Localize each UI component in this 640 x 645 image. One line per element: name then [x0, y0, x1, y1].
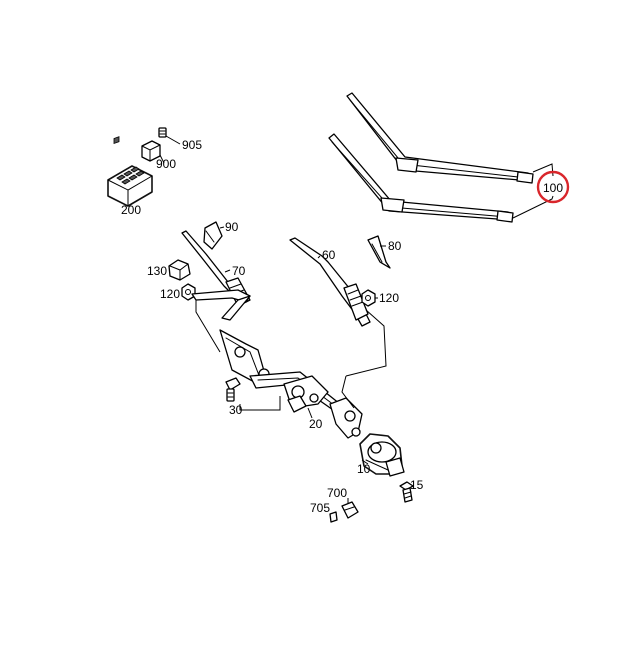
part-700-grommet[interactable] [341, 501, 359, 519]
part-905-bolt[interactable] [158, 127, 167, 138]
callout-700: 700 [327, 486, 347, 500]
callout-900: 900 [156, 157, 176, 171]
part-15-bolt[interactable] [399, 481, 414, 503]
callout-705: 705 [310, 501, 330, 515]
part-120-nut-left[interactable] [181, 283, 196, 301]
callout-30: 30 [229, 403, 243, 417]
callout-60: 60 [322, 248, 336, 262]
part-90-cover-cap[interactable] [203, 221, 223, 250]
callout-120-right: 120 [379, 291, 399, 305]
part-120-nut-right[interactable] [361, 289, 376, 307]
callout-80: 80 [388, 239, 402, 253]
callout-10: 10 [357, 462, 371, 476]
part-705-clip[interactable] [329, 511, 338, 523]
part-20-wiper-linkage[interactable] [191, 289, 363, 439]
callout-120-left: 120 [160, 287, 180, 301]
callout-90: 90 [225, 220, 239, 234]
part-80-cover[interactable] [367, 235, 391, 269]
callout-100[interactable]: 100 [543, 181, 563, 195]
callout-15: 15 [410, 478, 424, 492]
highlight-circle [536, 170, 570, 204]
part-130-cap[interactable] [168, 259, 191, 281]
callout-20: 20 [309, 417, 323, 431]
part-60-right-wiper-arm[interactable] [289, 237, 371, 327]
callout-130: 130 [147, 264, 167, 278]
callout-200: 200 [121, 203, 141, 217]
part-30-bolt[interactable] [225, 377, 241, 402]
part-10-wiper-motor[interactable] [359, 433, 405, 477]
part-200-relay-block[interactable] [107, 136, 153, 207]
part-100-wiper-blades[interactable] [328, 92, 534, 223]
callout-70: 70 [232, 264, 246, 278]
callout-905: 905 [182, 138, 202, 152]
